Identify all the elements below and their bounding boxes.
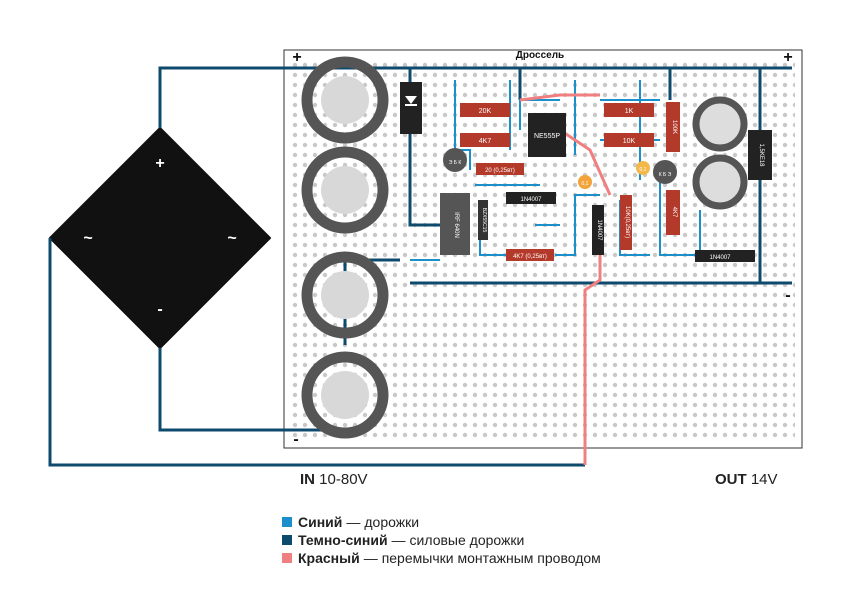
mosfet-irf640n: IRF 640N bbox=[440, 193, 470, 255]
resistor-4k7-025w: 4K7 (0,25вт) bbox=[506, 249, 554, 261]
transistor-right-pins: К Б Э bbox=[659, 172, 672, 178]
legend-text-darkblue: силовые дорожки bbox=[409, 532, 525, 548]
zener-diode: BZX55C15 bbox=[478, 200, 488, 240]
board-minus-right: - bbox=[785, 287, 790, 304]
resistor-4k7-vertical: 4K7 bbox=[666, 190, 680, 235]
resistor-1k-label: 1K bbox=[625, 108, 634, 115]
bridge-ac-right-label: ~ bbox=[227, 230, 236, 247]
legend-dash-blue: — bbox=[346, 514, 361, 530]
legend-dash-darkblue: — bbox=[391, 532, 406, 548]
output-label-bold: OUT bbox=[715, 471, 747, 488]
resistor-4k7-025-label: 4K7 (0,25вт) bbox=[513, 254, 547, 260]
resistor-20k-label: 20K bbox=[479, 108, 492, 115]
input-label-bold: IN bbox=[300, 471, 315, 488]
bridge-minus-label: - bbox=[157, 301, 162, 318]
mosfet-label: IRF 640N bbox=[453, 212, 459, 238]
coil-4 bbox=[301, 351, 389, 439]
cap-orange-label: 0,1 bbox=[582, 181, 589, 187]
tvs-diode: 1,5KE18 bbox=[748, 130, 772, 180]
resistor-20k: 20K bbox=[460, 103, 510, 117]
resistor-20-025w: 20 (0,25вт) bbox=[476, 163, 524, 175]
legend-swatch-blue bbox=[282, 517, 292, 527]
diode-c-label: 1N4007 bbox=[709, 255, 731, 261]
resistor-10k-label: 10K bbox=[623, 138, 636, 145]
output-value: 14V bbox=[750, 471, 778, 488]
input-voltage-label: IN 10-80V bbox=[300, 471, 368, 488]
diode-1n4007-b: 1N4007 bbox=[592, 205, 604, 255]
zener-label: BZX55C15 bbox=[481, 208, 487, 233]
resistor-4k7: 4K7 bbox=[460, 133, 510, 147]
diode-1n4007-c: 1N4007 bbox=[695, 250, 755, 262]
resistor-4k7-label: 4K7 bbox=[479, 138, 492, 145]
legend-swatch-darkblue bbox=[282, 535, 292, 545]
input-value: 10-80V bbox=[319, 471, 368, 488]
transistor-right: К Б Э bbox=[653, 160, 677, 184]
legend-bold-red: Красный bbox=[298, 550, 360, 566]
transistor-left: Э Б К bbox=[443, 148, 467, 172]
output-capacitors bbox=[692, 96, 748, 210]
bridge-plus-label: + bbox=[155, 155, 164, 172]
diode-1n4007-a: 1N4007 bbox=[506, 192, 556, 204]
legend-bold-darkblue: Темно-синий bbox=[298, 532, 388, 548]
legend-dash-red: — bbox=[363, 550, 378, 566]
board-plus-left: + bbox=[292, 49, 301, 66]
bridge-ac-left-label: ~ bbox=[83, 230, 92, 247]
transistor-left-pins: Э Б К bbox=[449, 160, 462, 166]
legend-text-red: перемычки монтажным проводом bbox=[381, 550, 601, 566]
legend-text-blue: дорожки bbox=[364, 514, 420, 530]
tvs-label: 1,5KE18 bbox=[758, 143, 764, 167]
cap-0-1-yellow: 0,1 bbox=[636, 161, 650, 175]
choke-coils bbox=[301, 56, 389, 439]
coil-1 bbox=[301, 56, 389, 144]
resistor-10k: 10K bbox=[604, 133, 654, 147]
ic-label: NE555P bbox=[534, 133, 560, 140]
board-plus-right: + bbox=[783, 49, 792, 66]
diode-bridge: + - ~ ~ bbox=[49, 127, 271, 349]
cap-yellow-label: 0,1 bbox=[640, 167, 647, 173]
legend-item-darkblue: Темно-синий — силовые дорожки bbox=[282, 532, 524, 548]
coil-3 bbox=[301, 251, 389, 339]
resistor-10k-025w: 10K(0,25вт) bbox=[620, 195, 632, 250]
legend-bold-blue: Синий bbox=[298, 514, 343, 530]
legend-item-blue: Синий — дорожки bbox=[282, 514, 419, 530]
legend-item-red: Красный — перемычки монтажным проводом bbox=[282, 550, 601, 566]
diode-b-label: 1N4007 bbox=[596, 219, 602, 241]
ic-ne555: NE555P bbox=[528, 113, 566, 157]
legend-swatch-red bbox=[282, 553, 292, 563]
input-diode bbox=[400, 82, 422, 134]
diode-a-label: 1N4007 bbox=[520, 197, 542, 203]
coil-2 bbox=[301, 146, 389, 234]
resistor-100k: 100K bbox=[666, 102, 680, 152]
power-traces bbox=[48, 66, 792, 467]
resistor-100k-label: 100K bbox=[671, 120, 677, 134]
board-minus-left: - bbox=[293, 431, 298, 448]
resistor-10k-025-label: 10K(0,25вт) bbox=[624, 206, 630, 238]
output-voltage-label: OUT 14V bbox=[715, 471, 778, 488]
cap-0-1-orange: 0,1 bbox=[578, 175, 592, 189]
resistor-20-label: 20 (0,25вт) bbox=[485, 168, 515, 174]
resistor-1k: 1K bbox=[604, 103, 654, 117]
choke-title: Дроссель bbox=[516, 50, 564, 61]
resistor-4k7-v-label: 4K7 bbox=[671, 207, 677, 218]
